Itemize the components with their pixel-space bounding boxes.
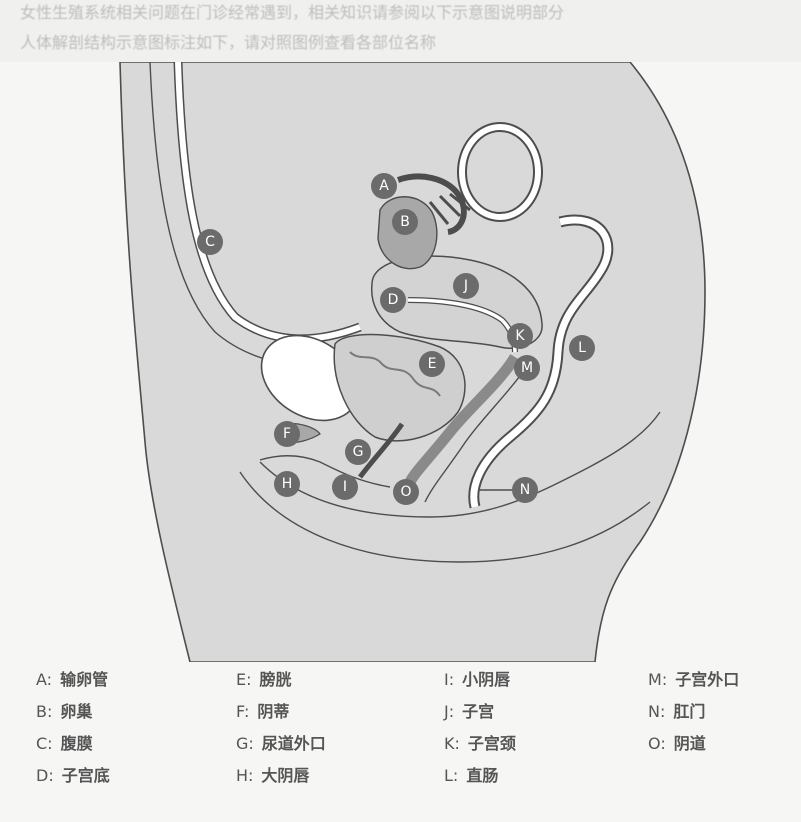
legend-label: 子宫颈 bbox=[468, 734, 516, 753]
marker-l: L bbox=[569, 335, 595, 361]
legend-separator: : bbox=[246, 670, 251, 689]
legend: A:输卵管 B:卵巢 C:腹膜 D:子宫底 E:膀胱 F:阴蒂 G:尿道外口 H… bbox=[0, 664, 801, 822]
legend-separator: : bbox=[449, 702, 454, 721]
marker-e: E bbox=[419, 351, 445, 377]
marker-g-label: G bbox=[353, 444, 364, 460]
marker-m: M bbox=[514, 355, 540, 381]
marker-h-label: H bbox=[282, 476, 293, 492]
marker-d: D bbox=[380, 287, 406, 313]
legend-key: L bbox=[444, 766, 453, 785]
scanned-page-header: 女性生殖系统相关问题在门诊经常遇到，相关知识请参阅以下示意图说明部分 人体解剖结… bbox=[0, 0, 801, 62]
legend-item-h: H: 大阴唇 bbox=[236, 760, 326, 792]
legend-label: 阴道 bbox=[674, 734, 706, 753]
legend-column-2: E:膀胱 F:阴蒂 G:尿道外口 H:大阴唇 bbox=[236, 664, 326, 792]
marker-g: G bbox=[345, 439, 371, 465]
legend-item-b: B: 卵巢 bbox=[36, 696, 110, 728]
legend-key: K bbox=[444, 734, 455, 753]
legend-separator: : bbox=[244, 702, 249, 721]
legend-key: M bbox=[648, 670, 662, 689]
legend-item-f: F: 阴蒂 bbox=[236, 696, 326, 728]
legend-separator: : bbox=[662, 670, 667, 689]
legend-key: N bbox=[648, 702, 660, 721]
legend-item-a: A: 输卵管 bbox=[36, 664, 110, 696]
legend-item-j: J: 子宫 bbox=[444, 696, 516, 728]
legend-separator: : bbox=[248, 766, 253, 785]
legend-separator: : bbox=[455, 734, 460, 753]
marker-e-label: E bbox=[428, 356, 437, 372]
marker-f-label: F bbox=[283, 426, 291, 442]
marker-b-label: B bbox=[400, 214, 410, 230]
legend-separator: : bbox=[47, 670, 52, 689]
legend-separator: : bbox=[660, 734, 665, 753]
legend-item-k: K: 子宫颈 bbox=[444, 728, 516, 760]
legend-label: 小阴唇 bbox=[462, 670, 510, 689]
marker-j: J bbox=[453, 273, 479, 299]
marker-o: O bbox=[393, 479, 419, 505]
legend-key: E bbox=[236, 670, 246, 689]
legend-item-g: G: 尿道外口 bbox=[236, 728, 326, 760]
legend-label: 直肠 bbox=[466, 766, 498, 785]
legend-key: A bbox=[36, 670, 47, 689]
legend-label: 肛门 bbox=[673, 702, 705, 721]
marker-d-label: D bbox=[388, 292, 399, 308]
legend-label: 卵巢 bbox=[60, 702, 92, 721]
marker-h: H bbox=[274, 471, 300, 497]
marker-j-label: J bbox=[463, 278, 468, 294]
legend-item-n: N: 肛门 bbox=[648, 696, 739, 728]
marker-i-label: I bbox=[343, 479, 347, 495]
legend-item-l: L: 直肠 bbox=[444, 760, 516, 792]
legend-item-m: M: 子宫外口 bbox=[648, 664, 739, 696]
anatomy-diagram: A B C D E F G H I J K L M N O bbox=[0, 62, 801, 662]
legend-key: J bbox=[444, 702, 449, 721]
legend-item-o: O: 阴道 bbox=[648, 728, 739, 760]
legend-item-i: I: 小阴唇 bbox=[444, 664, 516, 696]
marker-c: C bbox=[197, 229, 223, 255]
legend-separator: : bbox=[449, 670, 454, 689]
legend-label: 尿道外口 bbox=[262, 734, 326, 753]
legend-label: 膀胱 bbox=[260, 670, 292, 689]
marker-a-label: A bbox=[379, 178, 389, 194]
marker-n: N bbox=[512, 477, 538, 503]
legend-separator: : bbox=[248, 734, 253, 753]
marker-c-label: C bbox=[205, 234, 215, 250]
legend-item-c: C: 腹膜 bbox=[36, 728, 110, 760]
legend-separator: : bbox=[48, 766, 53, 785]
legend-key: B bbox=[36, 702, 47, 721]
legend-key: H bbox=[236, 766, 248, 785]
legend-separator: : bbox=[660, 702, 665, 721]
marker-k-label: K bbox=[515, 328, 525, 344]
legend-label: 子宫 bbox=[462, 702, 494, 721]
legend-label: 阴蒂 bbox=[257, 702, 289, 721]
legend-label: 输卵管 bbox=[60, 670, 108, 689]
legend-column-3: I:小阴唇 J:子宫 K:子宫颈 L:直肠 bbox=[444, 664, 516, 792]
marker-m-label: M bbox=[521, 360, 533, 376]
legend-separator: : bbox=[47, 702, 52, 721]
legend-key: G bbox=[236, 734, 248, 753]
legend-separator: : bbox=[453, 766, 458, 785]
header-ghost-text-1: 女性生殖系统相关问题在门诊经常遇到，相关知识请参阅以下示意图说明部分 bbox=[20, 0, 780, 26]
legend-key: O bbox=[648, 734, 660, 753]
legend-label: 子宫外口 bbox=[675, 670, 739, 689]
marker-b: B bbox=[392, 209, 418, 235]
header-ghost-text-2: 人体解剖结构示意图标注如下，请对照图例查看各部位名称 bbox=[20, 30, 780, 56]
marker-k: K bbox=[507, 323, 533, 349]
legend-key: I bbox=[444, 670, 449, 689]
legend-key: C bbox=[36, 734, 47, 753]
marker-a: A bbox=[371, 173, 397, 199]
legend-item-d: D: 子宫底 bbox=[36, 760, 110, 792]
marker-o-label: O bbox=[400, 484, 411, 500]
marker-f: F bbox=[274, 421, 300, 447]
legend-column-1: A: 输卵管 B: 卵巢 C: 腹膜 D: 子宫底 bbox=[36, 664, 110, 792]
marker-n-label: N bbox=[520, 482, 530, 498]
legend-label: 子宫底 bbox=[62, 766, 110, 785]
legend-separator: : bbox=[47, 734, 52, 753]
legend-label: 大阴唇 bbox=[261, 766, 309, 785]
legend-label: 腹膜 bbox=[61, 734, 93, 753]
legend-column-4: M: 子宫外口 N: 肛门 O: 阴道 bbox=[648, 664, 739, 760]
legend-key: D bbox=[36, 766, 48, 785]
marker-i: I bbox=[332, 474, 358, 500]
legend-item-e: E: 膀胱 bbox=[236, 664, 326, 696]
marker-l-label: L bbox=[578, 340, 586, 356]
legend-key: F bbox=[236, 702, 244, 721]
